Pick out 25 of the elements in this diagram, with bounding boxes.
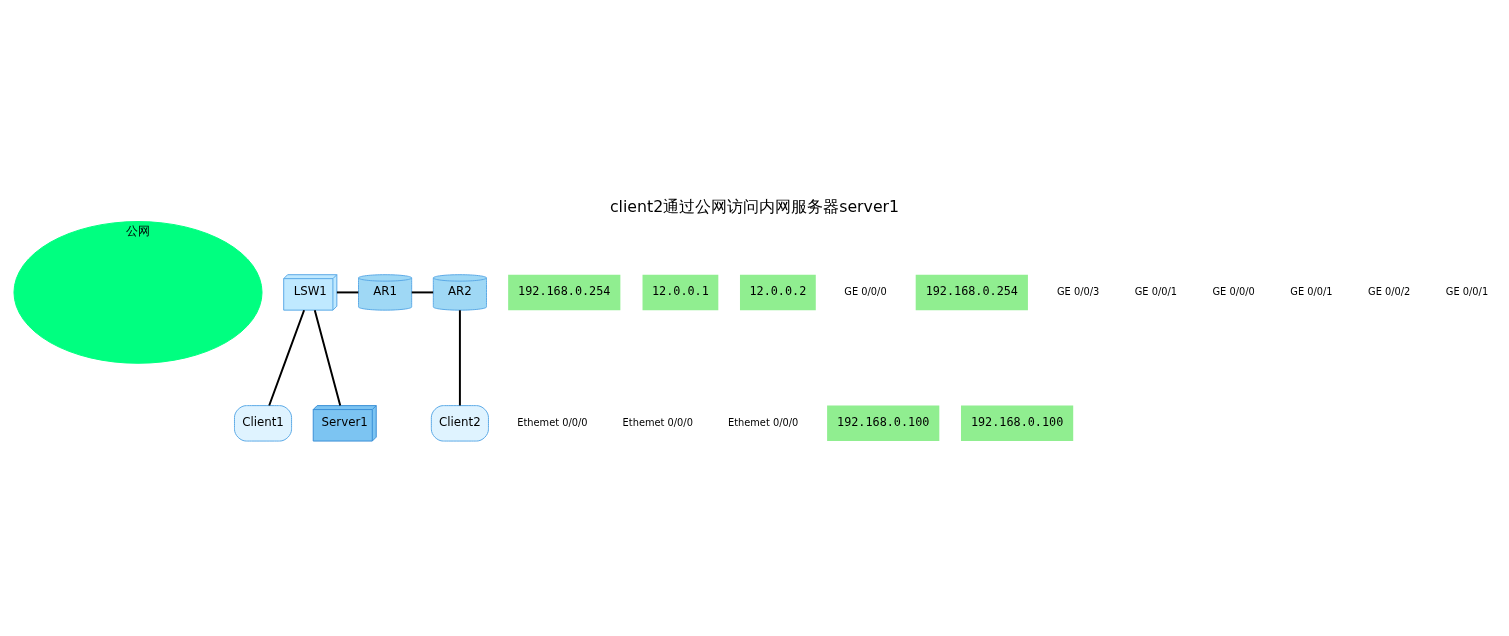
label: 12.0.0.2 — [749, 283, 807, 298]
node-box: Client1 — [234, 404, 293, 442]
label: GE 0/0/1 — [1290, 285, 1333, 297]
label: Ethemet 0/0/0 — [727, 416, 799, 428]
label: Ethemet 0/0/0 — [517, 416, 588, 428]
label: 192.168.0.254 — [925, 283, 1018, 298]
connector — [313, 308, 342, 406]
node-box: Client2 — [430, 404, 489, 442]
label: GE 0/0/1 — [1134, 285, 1178, 297]
connector — [410, 290, 435, 293]
connector — [268, 308, 306, 406]
label: GE 0/0/2 — [1368, 285, 1411, 297]
label: GE 0/0/1 — [1445, 285, 1489, 297]
label: 192.168.0.254 — [518, 283, 611, 298]
label: GE 0/0/0 — [844, 285, 887, 297]
label: 192.168.0.100 — [837, 414, 930, 429]
label: Ethemet 0/0/0 — [622, 416, 693, 428]
diagram-title: client2通过公网访问内网服务器server1 — [609, 196, 900, 216]
connector — [458, 308, 461, 406]
label: 12.0.0.1 — [652, 283, 709, 298]
connector — [335, 290, 360, 293]
node-ellipse: 公网 — [13, 220, 263, 364]
label: 192.168.0.100 — [970, 414, 1064, 429]
label: GE 0/0/0 — [1212, 285, 1255, 297]
label: GE 0/0/3 — [1056, 285, 1100, 297]
